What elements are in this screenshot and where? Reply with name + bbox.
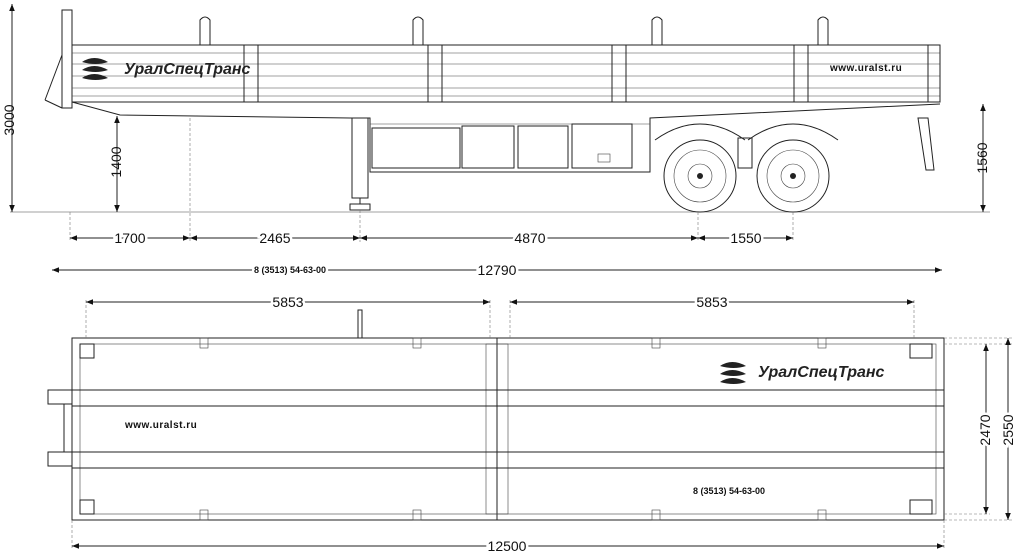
dim-inner-width: 2470 [977,414,993,445]
dim-height-platform: 1400 [108,146,124,177]
brand-logo-side: УралСпецТранс [82,58,251,80]
rear-bumper [917,117,935,171]
brand-name-side: УралСпецТранс [124,61,251,78]
phone-side: 8 (3513) 54-63-00 [254,265,326,275]
dim-overall-length-top: 12500 [488,538,527,554]
side-panel [71,16,941,103]
website-top: www.uralst.ru [124,420,197,431]
edge-clips [199,337,827,521]
platform-outline [71,337,945,521]
brand-name-top: УралСпецТранс [758,364,885,381]
landing-gear [349,117,371,211]
dim-segment-2: 2465 [259,230,290,246]
dim-segment-4: 1550 [730,230,761,246]
front-board [61,9,73,109]
brand-logo-top: УралСпецТранс [720,362,885,384]
dim-outer-width: 2550 [1000,414,1016,445]
dim-overall-length-side: 12790 [478,262,517,278]
chassis-frame [71,101,941,173]
dim-segment-1: 1700 [114,230,145,246]
rear-axle-1 [663,139,737,213]
dim-segment-3: 4870 [514,230,545,246]
dim-half-right: 5853 [696,294,727,310]
dim-half-left: 5853 [272,294,303,310]
top-view: УралСпецТранс www.uralst.ru 8 (3513) 54-… [47,292,1019,557]
dim-height-coupling: 1560 [974,142,990,173]
website-side: www.uralst.ru [829,63,902,74]
rear-axle-2 [756,139,830,213]
phone-top: 8 (3513) 54-63-00 [693,486,765,496]
dim-height-total: 3000 [1,104,17,135]
side-view: УралСпецТранс www.uralst.ru [1,3,990,281]
